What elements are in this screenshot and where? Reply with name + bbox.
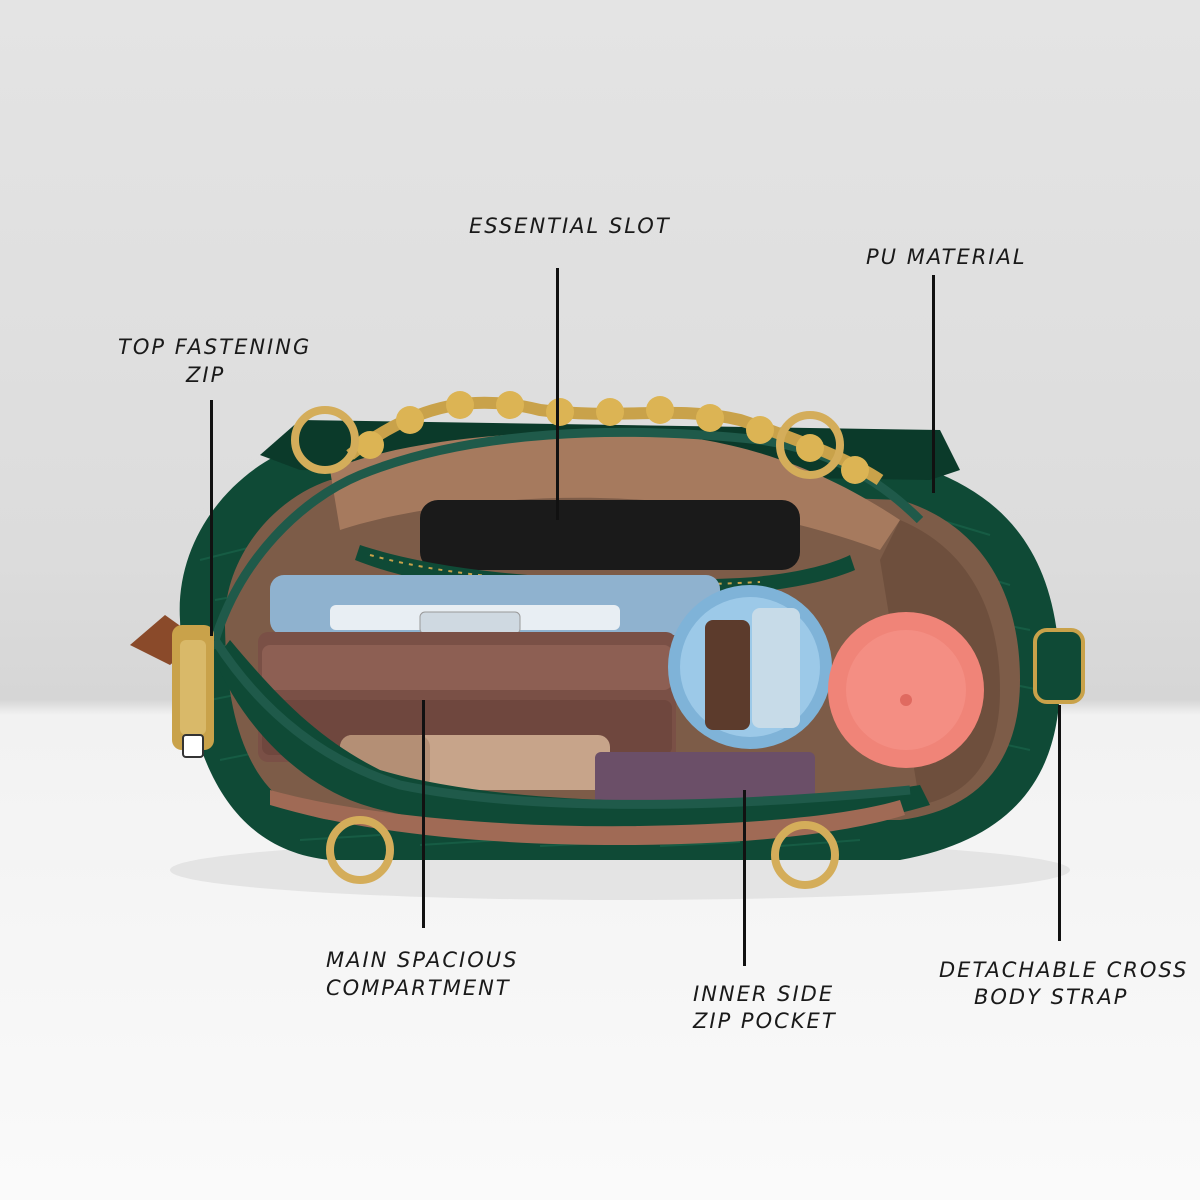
leader-essential-slot <box>556 268 559 520</box>
label-main-compartment-line2: COMPARTMENT <box>326 976 511 1000</box>
leader-top-fastening-zip <box>210 400 213 636</box>
label-main-compartment-line1: MAIN SPACIOUS <box>326 948 519 972</box>
label-top-fastening-zip-line2: ZIP <box>186 363 226 387</box>
label-top-fastening-zip-line1: TOP FASTENING <box>118 335 312 359</box>
label-inner-zip-pocket-line1: INNER SIDE <box>693 982 835 1006</box>
label-pu-material: PU MATERIAL <box>866 245 1027 269</box>
inner-zip-pocket <box>270 790 905 845</box>
gold-rings <box>291 406 844 889</box>
chain-links <box>356 391 869 484</box>
label-detachable-strap-line2: BODY STRAP <box>974 985 1129 1009</box>
leader-detachable-strap <box>1058 705 1061 941</box>
black-powerbank <box>420 500 800 570</box>
label-essential-slot: ESSENTIAL SLOT <box>469 214 671 238</box>
leader-pu-material <box>932 275 935 493</box>
zipper-track <box>211 637 911 809</box>
strap-tab-right <box>1033 628 1085 704</box>
eyeshadow-palette <box>595 752 815 804</box>
essential-slot-pocket <box>330 431 900 550</box>
leader-main-compartment <box>422 700 425 928</box>
leader-inner-zip-pocket <box>743 790 746 966</box>
label-detachable-strap-line1: DETACHABLE CROSS <box>939 958 1189 982</box>
label-inner-zip-pocket-line2: ZIP POCKET <box>693 1009 837 1033</box>
